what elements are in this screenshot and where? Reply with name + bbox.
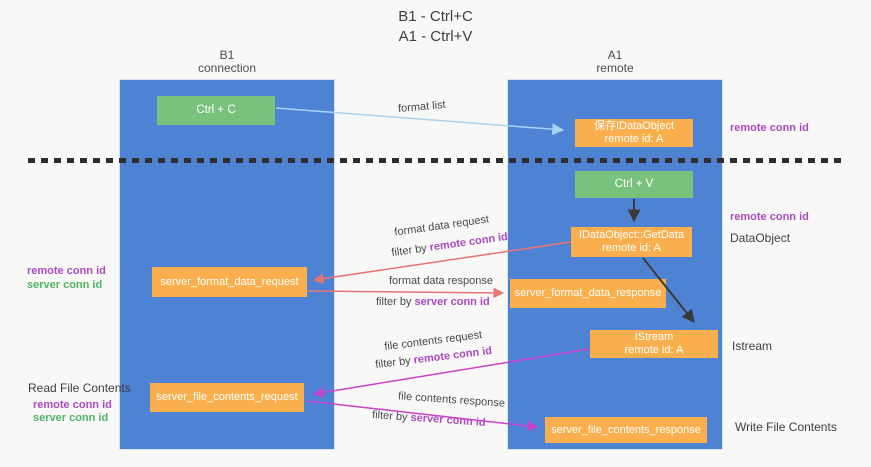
node-ctrl-v-label: Ctrl + V (614, 178, 654, 190)
label-dataobject: DataObject (730, 231, 791, 245)
remote-conn-id-text: remote conn id (730, 122, 809, 134)
label-filter-by-server-conn-id-1: filter by server conn id (376, 296, 490, 308)
label-format-data-response: format data response (389, 275, 493, 287)
node-server-format-data-response: server_format_data_response (510, 279, 666, 308)
label-conn-ids-left-lower: remote conn id server conn id (33, 399, 112, 425)
label-write-file-contents: Write File Contents (735, 420, 837, 434)
node-save-dataobject: 保存IDataObject remote id: A (575, 119, 693, 147)
title-line-2: A1 - Ctrl+V (398, 28, 473, 45)
label-istream: Istream (732, 339, 773, 353)
label-remote-conn-id-mid-right: remote conn id (730, 210, 809, 224)
lane-header-b1: B1 connection (119, 49, 335, 75)
label-filter-by-server-conn-id-2: filter by server conn id (372, 409, 486, 429)
node-server-format-data-request: server_format_data_request (152, 267, 307, 297)
node-ctrl-v: Ctrl + V (575, 171, 693, 198)
node-idataobject-getdata: IDataObject::GetData remote id: A (571, 227, 692, 257)
lane-header-a1: A1 remote (507, 49, 723, 75)
lane-a1-role: remote (596, 61, 634, 75)
node-istream-line1: IStream (634, 331, 674, 343)
node-istream-line2: remote id: A (624, 344, 684, 356)
label-file-contents-response: file contents response (397, 390, 506, 410)
lane-a1-name: A1 (607, 48, 623, 62)
node-getdata-line1: IDataObject::GetData (578, 229, 685, 241)
label-read-file-contents: Read File Contents (28, 381, 131, 395)
lane-b1-name: B1 (219, 48, 235, 62)
remote-conn-id-text: remote conn id (730, 211, 809, 223)
node-save-dataobject-line1: 保存IDataObject (593, 120, 675, 132)
lane-b1-role: connection (197, 61, 257, 75)
label-format-list: format list (397, 98, 447, 116)
phase-separator-dashed-line (28, 158, 845, 163)
arrow-format-data-response (306, 287, 505, 299)
node-getdata-line2: remote id: A (602, 242, 661, 254)
server-conn-id-text: server conn id (33, 412, 109, 424)
label-remote-conn-id-top-right: remote conn id (730, 121, 809, 135)
node-server-file-contents-response: server_file_contents_response (545, 417, 707, 443)
node-ctrl-c: Ctrl + C (157, 96, 275, 125)
title-line-1: B1 - Ctrl+C (398, 8, 473, 25)
server-conn-id-text: server conn id (410, 411, 486, 429)
server-conn-id-text: server conn id (27, 279, 103, 291)
filter-by-text: filter by (390, 241, 431, 260)
node-save-dataobject-line2: remote id: A (604, 133, 664, 145)
filter-by-text: filter by (371, 409, 411, 424)
node-server-file-contents-request-label: server_file_contents_request (156, 391, 298, 403)
diagram-title: B1 - Ctrl+C A1 - Ctrl+V (0, 7, 871, 47)
node-server-file-contents-response-label: server_file_contents_response (551, 423, 701, 436)
label-conn-ids-left-upper: remote conn id server conn id (27, 264, 106, 292)
node-ctrl-c-label: Ctrl + C (196, 104, 236, 116)
node-server-format-data-response-label: server_format_data_response (514, 287, 662, 299)
remote-conn-id-text: remote conn id (27, 265, 106, 277)
filter-by-text: filter by (374, 354, 415, 372)
filter-by-text: filter by (376, 296, 415, 308)
server-conn-id-text: server conn id (414, 296, 490, 308)
node-server-file-contents-request: server_file_contents_request (150, 383, 304, 412)
node-server-format-data-request-label: server_format_data_request (160, 275, 299, 288)
remote-conn-id-text: remote conn id (428, 230, 509, 254)
remote-conn-id-text: remote conn id (412, 344, 493, 367)
remote-conn-id-text: remote conn id (33, 399, 112, 411)
node-istream: IStream remote id: A (590, 330, 718, 358)
